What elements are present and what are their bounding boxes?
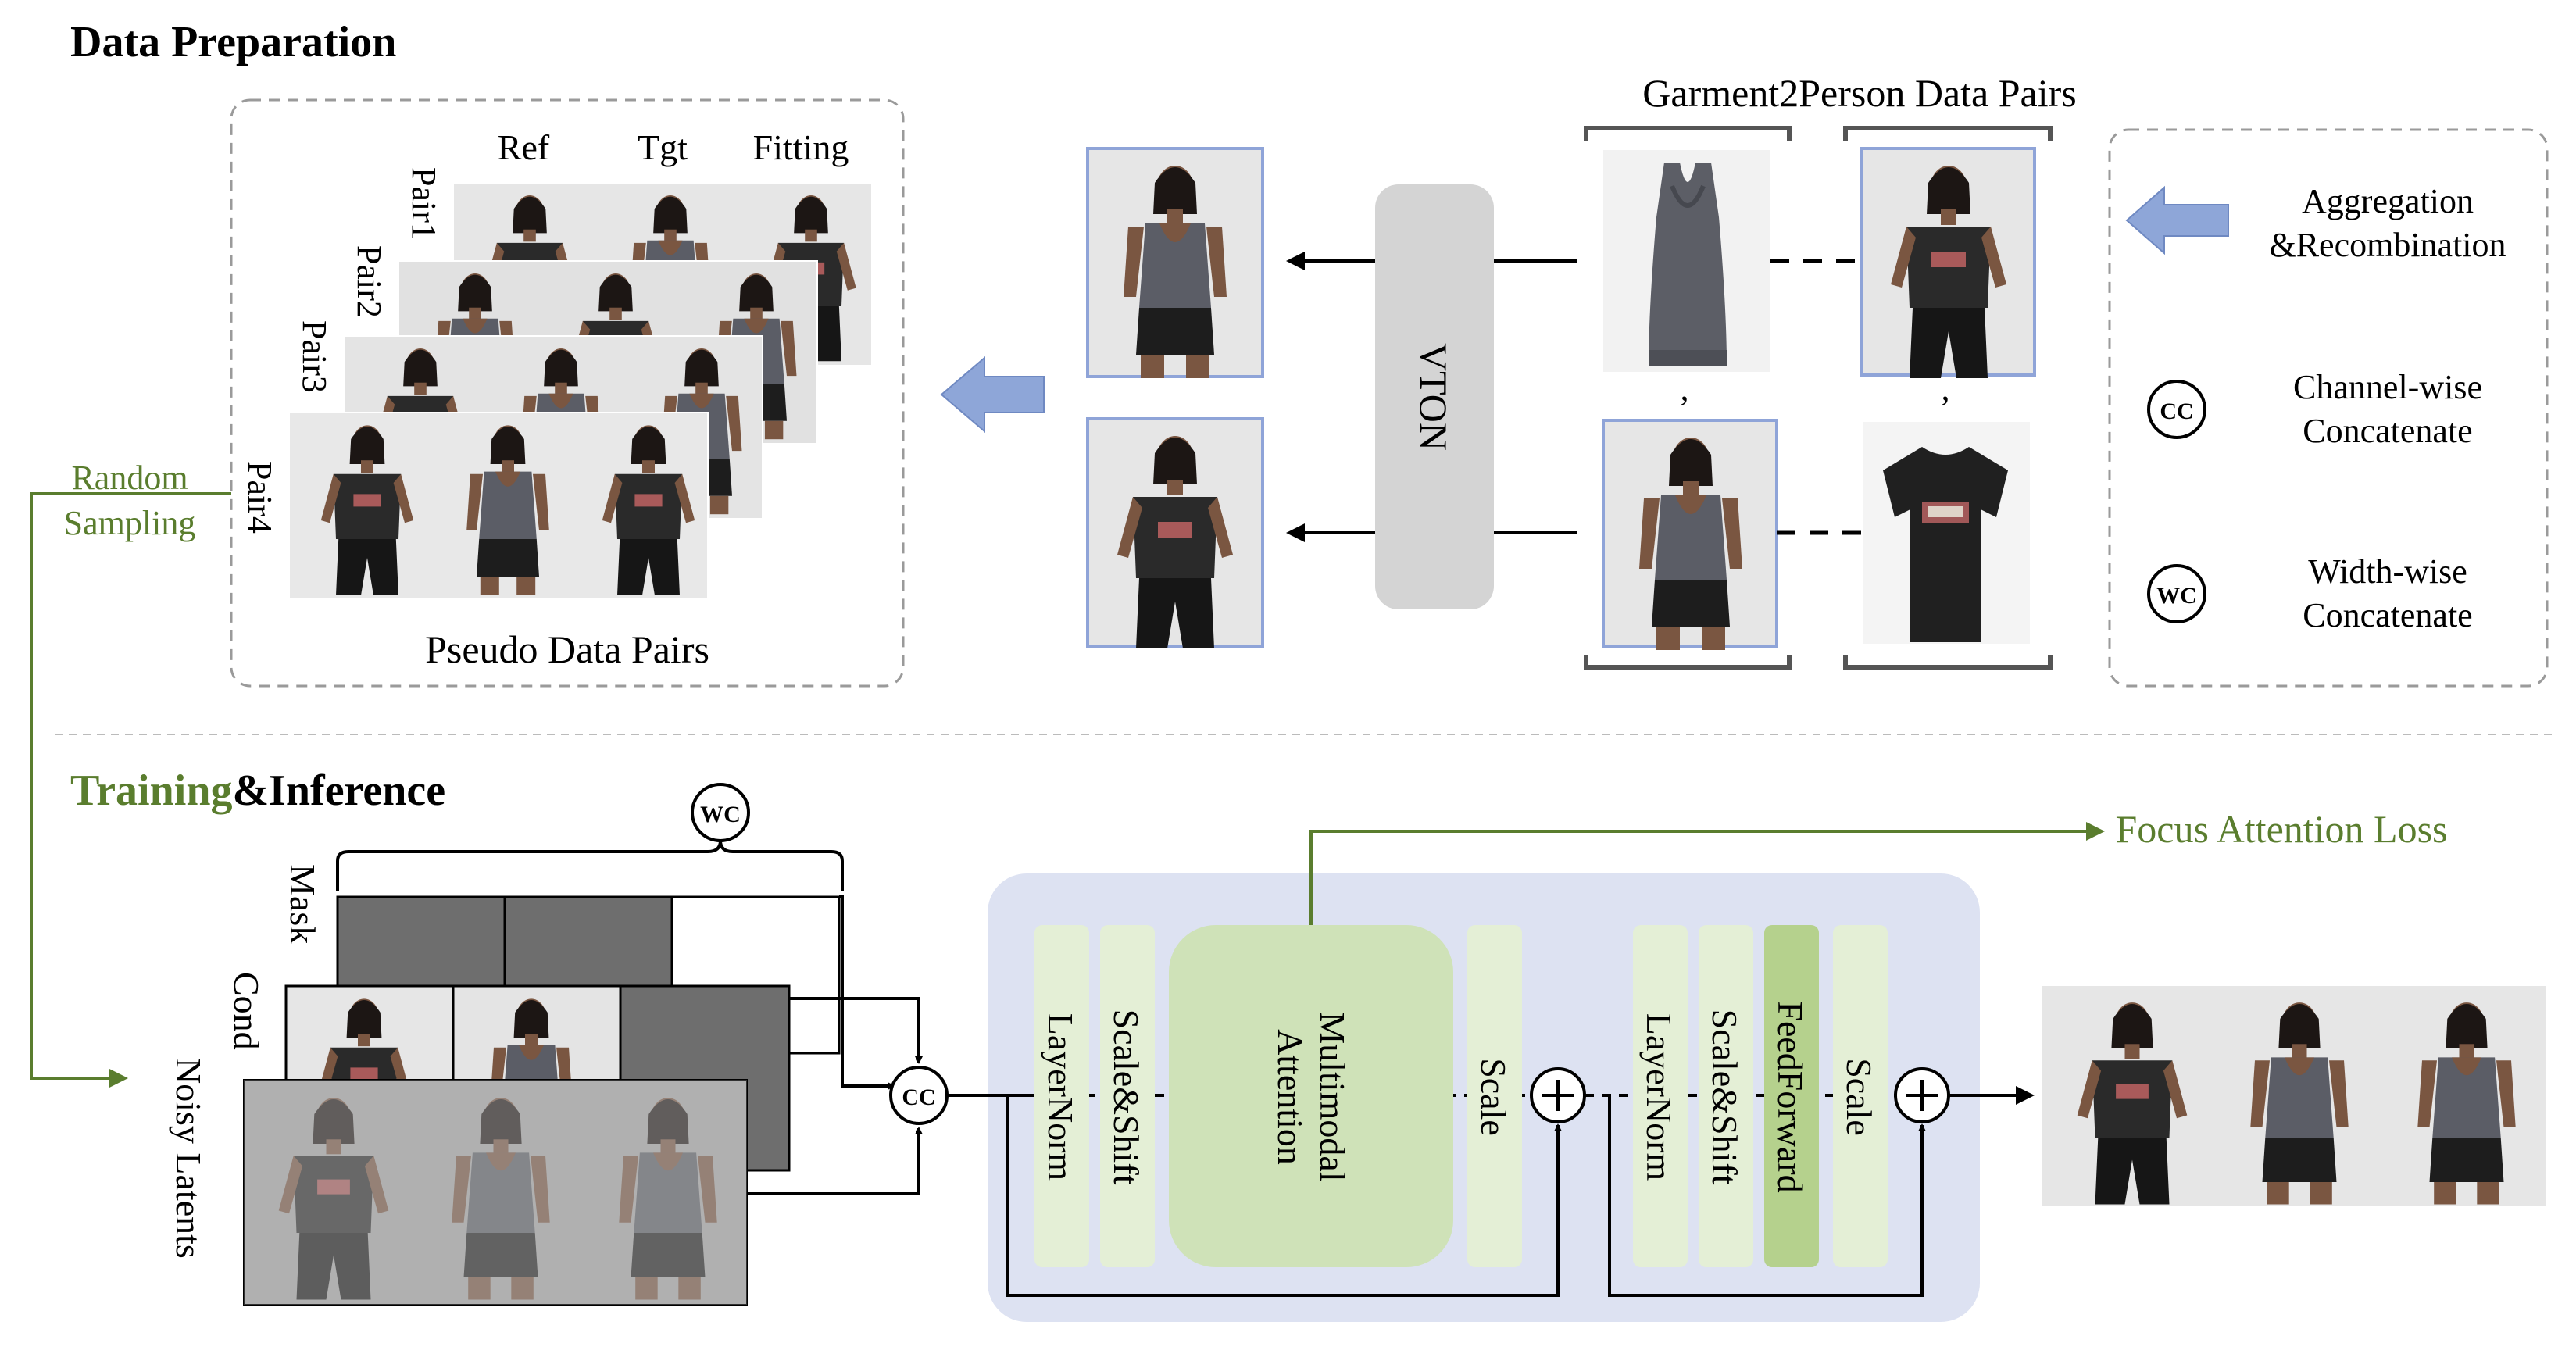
legend-cc-symbol: CC: [2160, 398, 2193, 424]
bracket-top-right: [1843, 126, 2053, 141]
residual-2: [1608, 1095, 1926, 1297]
scale-2-label: Scale: [1839, 1058, 1879, 1136]
scale-shift-1: [1100, 925, 1155, 1267]
person-tank-image: [1602, 419, 1778, 650]
legend-blue-arrow-icon: [2125, 185, 2229, 255]
col-header-tgt: Tgt: [638, 127, 688, 167]
scale-2: [1833, 925, 1888, 1267]
random-sampling-line1: Random: [71, 459, 188, 497]
attention-line2: Attention: [1270, 1029, 1310, 1165]
bracket-bottom-right: [1843, 655, 2053, 670]
cond-arrow: [855, 997, 923, 1064]
col-header-ref: Ref: [498, 127, 550, 167]
pseudo-pairs-caption: Pseudo Data Pairs: [425, 627, 709, 671]
garment-tee-image: [1863, 422, 2030, 644]
pair4-row: Pair4: [241, 412, 709, 599]
layernorm-2-label: LayerNorm: [1639, 1013, 1679, 1181]
pair3-label: Pair3: [295, 320, 334, 393]
legend-aggregation-line2: &Recombination: [2269, 226, 2506, 264]
random-sampling-arrow: [30, 492, 231, 1088]
pair4-label: Pair4: [241, 461, 279, 534]
legend-wc-icon: [2147, 564, 2206, 623]
layernorm-2: [1633, 925, 1688, 1267]
legend-aggregation-line1: Aggregation: [2302, 182, 2474, 220]
legend-cc-line1: Channel-wise: [2293, 368, 2482, 406]
wc-node-symbol: WC: [700, 802, 741, 827]
focus-loss-label: Focus Attention Loss: [2115, 807, 2447, 851]
person-tee-image: [1860, 147, 2036, 378]
comma-right: ,: [1942, 370, 1950, 408]
comma-left: ,: [1681, 370, 1689, 408]
noisy-arrow: [747, 1127, 923, 1195]
feedforward: [1764, 925, 1819, 1267]
vton-output-2: [1086, 417, 1264, 648]
scale-shift-1-label: Scale&Shift: [1106, 1009, 1146, 1185]
residual-1: [1006, 1095, 1562, 1297]
cc-node-symbol: CC: [902, 1084, 935, 1110]
title-training-inference: Training&Inference: [70, 766, 445, 815]
layernorm-1: [1034, 925, 1089, 1267]
pair-stack: Pair1 Pair2 Pair3 Pair4: [241, 167, 873, 599]
scale-1-label: Scale: [1474, 1058, 1513, 1136]
vton-output-1: [1086, 147, 1264, 378]
title-training: Training: [70, 766, 232, 815]
title-data-preparation: Data Preparation: [70, 18, 396, 66]
legend-wc-line2: Concatenate: [2303, 596, 2472, 634]
garment2person-title: Garment2Person Data Pairs: [1642, 71, 2076, 115]
scale-1: [1467, 925, 1522, 1267]
focus-loss-arrow: [1309, 822, 2105, 925]
pseudo-pairs-box: [230, 98, 905, 688]
multimodal-attention: [1169, 925, 1453, 1267]
col-header-fitting: Fitting: [753, 127, 849, 167]
bracket-top-left: [1584, 126, 1792, 141]
legend-wc-line1: Width-wise: [2308, 552, 2467, 591]
attention-line1: Multimodal: [1313, 1012, 1352, 1181]
feedforward-label: FeedForward: [1770, 1001, 1810, 1192]
scale-shift-2-label: Scale&Shift: [1705, 1009, 1745, 1185]
vton-label: VTON: [1412, 343, 1456, 451]
noisy-latents-label: Noisy Latents: [169, 1058, 209, 1259]
vton-block: [1375, 184, 1494, 609]
bracket-bottom-left: [1584, 655, 1792, 670]
output-strip: [2042, 986, 2546, 1206]
random-sampling-line2: Sampling: [64, 504, 196, 542]
legend-wc-symbol: WC: [2156, 583, 2197, 609]
mask-label: Mask: [283, 864, 323, 944]
layernorm-1-label: LayerNorm: [1041, 1013, 1081, 1181]
aggregation-arrow: [940, 355, 1045, 434]
wc-brace: [336, 840, 844, 891]
scale-shift-2: [1699, 925, 1753, 1267]
pair1-label: Pair1: [405, 167, 443, 240]
noisy-latents-strip: [243, 1079, 748, 1306]
garment-tank-image: [1603, 150, 1770, 372]
legend-cc-line2: Concatenate: [2303, 412, 2472, 450]
pair2-label: Pair2: [350, 245, 388, 318]
cond-label: Cond: [227, 972, 266, 1050]
title-inference: &Inference: [232, 766, 445, 815]
legend-cc-icon: [2147, 380, 2206, 439]
